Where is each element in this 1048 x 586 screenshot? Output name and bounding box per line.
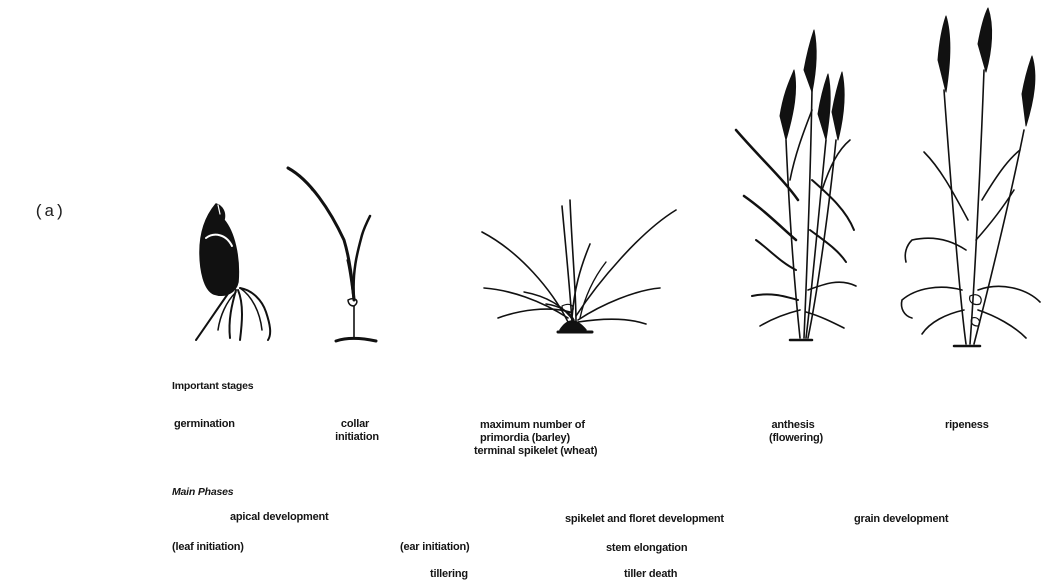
stage-max-primordia-line1: maximum number of	[480, 418, 585, 432]
phase-tillering: tillering	[430, 567, 468, 581]
stage-terminal-spikelet: terminal spikelet (wheat)	[474, 444, 597, 458]
important-stages-heading: Important stages	[172, 379, 253, 393]
phase-tiller-death: tiller death	[624, 567, 677, 581]
phase-leaf-initiation: (leaf initiation)	[172, 540, 244, 554]
phase-stem-elongation: stem elongation	[606, 541, 687, 555]
stage-anthesis-line1: anthesis	[771, 418, 814, 432]
stage-collar-initiation-line1: collar	[341, 417, 369, 431]
phase-ear-initiation: (ear initiation)	[400, 540, 470, 554]
flowering-plant-drawing	[736, 30, 856, 340]
stage-ripeness: ripeness	[945, 418, 989, 432]
main-phases-heading: Main Phases	[172, 485, 233, 499]
phase-spikelet-floret-development: spikelet and floret development	[565, 512, 724, 526]
stage-germination: germination	[174, 417, 235, 431]
phase-apical-development: apical development	[230, 510, 329, 524]
seedling-drawing	[288, 168, 376, 341]
tillering-plant-drawing	[482, 200, 676, 332]
stage-collar-initiation-line2: initiation	[335, 430, 379, 444]
stage-max-primordia-line2: primordia (barley)	[480, 431, 570, 445]
stage-anthesis-line2: (flowering)	[769, 431, 823, 445]
ripe-plant-drawing	[901, 8, 1040, 346]
germinating-seed-drawing	[196, 204, 270, 340]
phase-grain-development: grain development	[854, 512, 948, 526]
